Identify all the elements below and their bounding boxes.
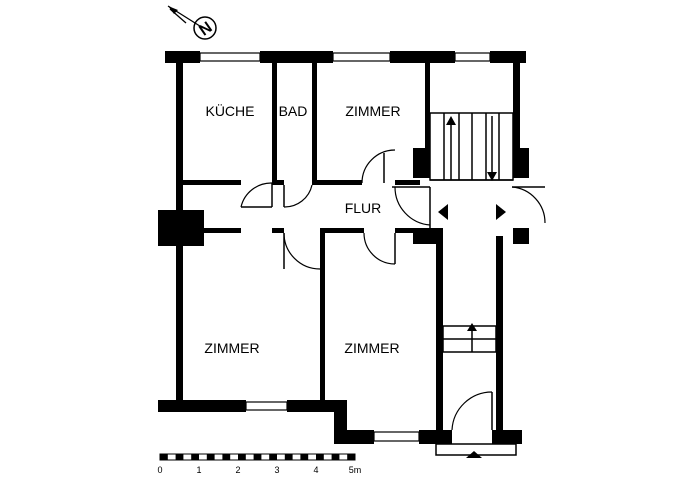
scale-cell — [253, 454, 262, 460]
doors — [240, 149, 546, 431]
up-arrow-icon — [467, 323, 477, 331]
room-label-zimmer-left: ZIMMER — [204, 340, 259, 356]
scale-tick-label: 0 — [157, 465, 162, 475]
scale-tick-label: 1 — [196, 465, 201, 475]
entrance-arrow-icon — [466, 451, 482, 458]
scale-cell — [316, 454, 324, 460]
room-label-kueche: KÜCHE — [205, 102, 254, 119]
left-arrow-icon — [438, 204, 448, 220]
walls — [158, 51, 529, 444]
scale-cell — [331, 454, 340, 460]
scale-cell — [222, 454, 231, 460]
scale-cell — [160, 454, 168, 460]
staircase — [429, 112, 517, 458]
scale-cell — [191, 454, 199, 460]
scale-tick-label: 3 — [274, 465, 279, 475]
scale-cell — [300, 454, 309, 460]
scale-cell — [175, 454, 184, 460]
scale-cell — [238, 454, 246, 460]
right-arrow-icon — [496, 204, 506, 220]
room-label-zimmer-top: ZIMMER — [345, 103, 400, 119]
scale-tick-label: 2 — [235, 465, 240, 475]
scale-cell — [269, 454, 277, 460]
room-labels: KÜCHE BAD ZIMMER FLUR ZIMMER ZIMMER — [204, 102, 400, 356]
room-label-bad: BAD — [279, 103, 308, 119]
room-label-zimmer-mid: ZIMMER — [344, 340, 399, 356]
scale-cell — [347, 454, 355, 460]
scale-tick-label: 5m — [349, 465, 362, 475]
room-label-flur: FLUR — [345, 200, 382, 216]
scale-bar: 0 1 2 3 4 5m — [157, 453, 362, 475]
scale-cell — [284, 454, 293, 460]
scale-cell — [206, 454, 215, 460]
north-arrow-icon: N — [167, 5, 217, 40]
scale-tick-label: 4 — [313, 465, 318, 475]
